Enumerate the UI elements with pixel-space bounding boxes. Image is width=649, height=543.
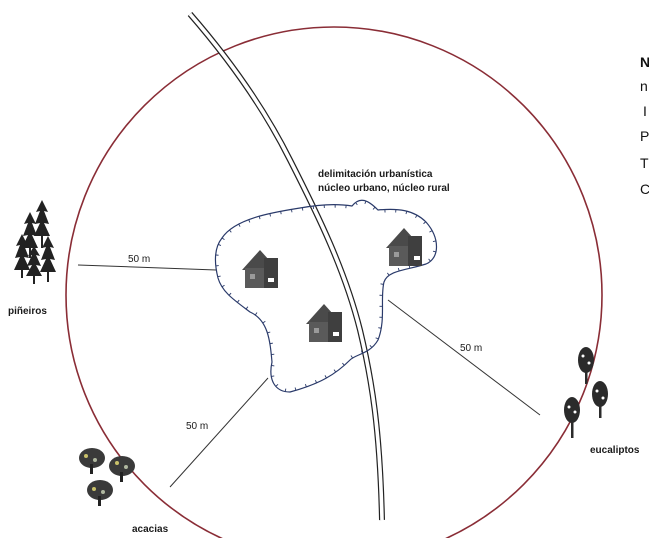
boundary-tick [229, 293, 231, 295]
boundary-tick [222, 238, 224, 240]
boundary-tick [433, 251, 436, 252]
boundary-tick [334, 370, 336, 372]
house [242, 250, 278, 288]
boundary-tick [255, 313, 257, 315]
boundary-tick [378, 328, 381, 329]
house [386, 228, 422, 266]
road [190, 14, 382, 520]
side-text-line1: N [640, 52, 649, 73]
distance-line-southwest [170, 378, 268, 487]
boundary-tick [239, 224, 240, 227]
boundary-tick [370, 345, 372, 347]
house [306, 304, 342, 342]
boundary-tick [263, 321, 265, 323]
acacia-trees [79, 448, 135, 506]
eucalyptus-label: eucaliptos [590, 445, 640, 456]
side-text-line2: n [640, 76, 648, 97]
boundary-tick [218, 244, 221, 245]
boundary-tick [270, 343, 273, 344]
boundary-tick [246, 307, 248, 309]
boundary-tick [351, 355, 353, 358]
distance-line-west [78, 265, 216, 270]
boundary-tick [356, 202, 358, 204]
side-text-line5: T [640, 153, 649, 174]
boundary-tick [237, 300, 239, 302]
pine-trees [14, 200, 56, 284]
boundary-tick [424, 222, 426, 224]
side-text-line6: C [640, 179, 649, 200]
boundary-label-line2: núcleo urbano, núcleo rural [318, 183, 450, 194]
side-text-line3: I [643, 101, 647, 122]
boundary-tick [270, 213, 271, 216]
boundary-tick [276, 384, 278, 386]
boundary-tick [387, 273, 389, 275]
distance-label-east: 50 m [460, 343, 482, 354]
boundary-tick [365, 201, 366, 204]
boundary-tick [325, 375, 326, 378]
boundary-tick [249, 220, 250, 223]
boundary-tick [342, 363, 344, 365]
boundary-tick [429, 231, 432, 232]
boundary-tick [398, 268, 399, 271]
boundary-tick [373, 207, 375, 209]
side-text-line4: P [640, 126, 649, 147]
boundary-tick [281, 211, 282, 214]
boundary-tick [415, 215, 416, 218]
eucalyptus-trees [564, 347, 608, 438]
boundary-tick [229, 230, 231, 232]
boundary-tick [381, 284, 384, 285]
boundary-label-line1: delimitación urbanística [318, 169, 433, 180]
boundary-tick [315, 380, 316, 383]
distance-label-southwest: 50 m [186, 421, 208, 432]
distance-line-east [388, 300, 540, 415]
acacia-label: acacias [132, 524, 169, 535]
boundary-tick [429, 259, 431, 261]
buffer-circle [66, 27, 602, 538]
boundary-tick [267, 332, 270, 333]
distance-label-west: 50 m [128, 254, 150, 265]
boundary-tick [376, 338, 379, 339]
boundary-tick [305, 384, 306, 387]
pine-label: piñeiros [8, 306, 47, 317]
boundary-tick [222, 285, 225, 287]
boundary-tick [295, 387, 296, 390]
boundary-tick [433, 241, 436, 242]
